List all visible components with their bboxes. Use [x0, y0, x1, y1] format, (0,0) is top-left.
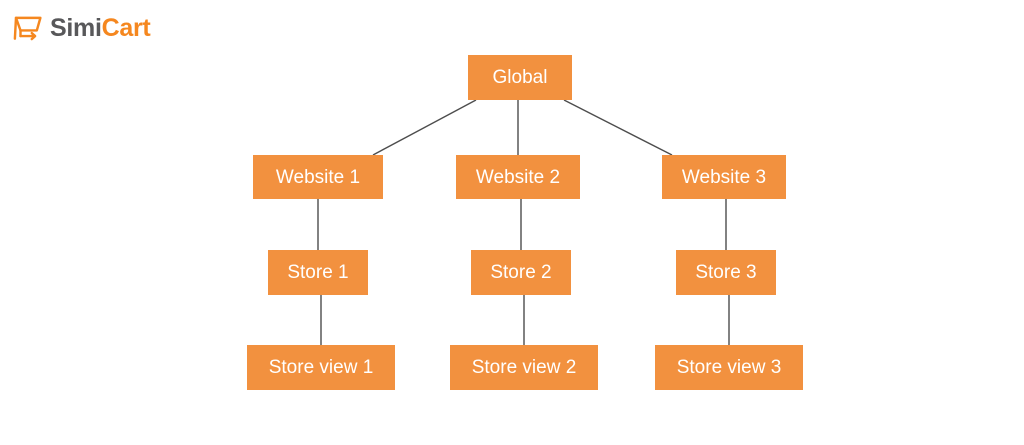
node-label: Global: [492, 67, 548, 88]
node-global[interactable]: Global: [468, 55, 572, 100]
node-store3[interactable]: Store 3: [676, 250, 776, 295]
node-label: Store view 1: [268, 357, 374, 378]
node-storeview1[interactable]: Store view 1: [247, 345, 395, 390]
node-website2[interactable]: Website 2: [456, 155, 580, 199]
node-label: Store view 3: [676, 357, 782, 378]
logo-word-cart: Cart: [101, 13, 151, 42]
node-label: Store 1: [287, 262, 349, 283]
shopping-cart-icon: [13, 16, 42, 41]
node-website3[interactable]: Website 3: [662, 155, 786, 199]
node-label: Website 1: [275, 166, 361, 188]
logo-wordmark: SimiCart: [50, 13, 151, 42]
connector-global-to-website3: [563, 99, 673, 156]
node-storeview3[interactable]: Store view 3: [655, 345, 803, 390]
node-label: Store view 2: [471, 357, 577, 378]
node-store2[interactable]: Store 2: [471, 250, 571, 295]
connector-global-to-website1: [372, 99, 477, 156]
node-label: Website 2: [475, 166, 561, 188]
node-website1[interactable]: Website 1: [253, 155, 383, 199]
node-label: Store 2: [490, 262, 552, 283]
node-label: Website 3: [681, 166, 767, 188]
logo-word-simi: Simi: [50, 13, 102, 42]
node-label: Store 3: [695, 262, 757, 283]
simicart-logo: SimiCart: [12, 11, 151, 45]
node-store1[interactable]: Store 1: [268, 250, 368, 295]
node-storeview2[interactable]: Store view 2: [450, 345, 598, 390]
